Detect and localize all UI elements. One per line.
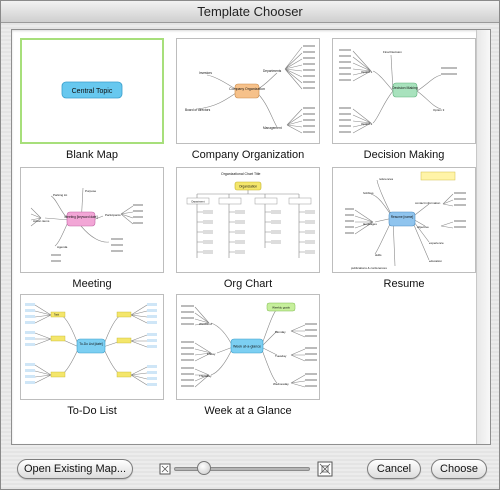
resume-preview: Resume [name] references hobbies contact…	[345, 171, 466, 270]
template-label: Week at a Glance	[204, 405, 292, 417]
template-thumbnail[interactable]: Company Organization Investors Departmen…	[176, 38, 320, 144]
references-text: references	[379, 177, 394, 181]
weekly-goals-text: Weekly goals	[272, 306, 290, 310]
template-label: Meeting	[72, 278, 112, 290]
company-organization-preview: Company Organization Investors Departmen…	[185, 45, 315, 134]
meeting-preview: Meeting [keyword date] Participants Agen…	[30, 187, 143, 262]
task-text: Task	[54, 314, 60, 317]
org-chart-preview: Organizational Chart Title Organization	[186, 172, 315, 258]
tuesday-text: Tuesday	[275, 354, 287, 358]
template-to-do-list[interactable]: To-Do List [date] Task	[20, 294, 164, 417]
zoom-slider-track[interactable]	[174, 467, 310, 471]
resume-center-text: Resume [name]	[391, 215, 414, 219]
action-items-text: Action items	[33, 219, 50, 223]
decision-making-preview: Decision Making Option 1 Option 2 Option…	[339, 49, 457, 134]
option-1-text: Option 1	[361, 70, 373, 74]
zoom-out-icon[interactable]	[159, 463, 171, 475]
template-thumbnail[interactable]: Decision Making Option 1 Option 2 Option…	[332, 38, 476, 144]
meeting-center-text: Meeting [keyword date]	[65, 215, 98, 219]
template-label: To-Do List	[67, 405, 117, 417]
final-decision-text: Final Decision	[383, 50, 402, 54]
template-blank-map[interactable]: Central Topic Blank Map	[20, 38, 164, 161]
skills-text: skills	[375, 253, 382, 257]
template-company-organization[interactable]: Company Organization Investors Departmen…	[176, 38, 320, 161]
thursday-text: Thursday	[199, 374, 212, 378]
template-thumbnail[interactable]: Organizational Chart Title Organization	[176, 167, 320, 273]
to-do-list-preview: To-Do List [date] Task	[25, 303, 157, 386]
template-meeting[interactable]: Meeting [keyword date] Participants Agen…	[20, 167, 164, 290]
week-center-text: Week at-a-glance	[233, 345, 261, 349]
template-thumbnail[interactable]: Resume [name] references hobbies contact…	[332, 167, 476, 273]
central-topic-text: Central Topic	[72, 88, 113, 95]
friday-text: Friday	[207, 352, 216, 356]
experience-text: experience	[429, 241, 444, 245]
participants-text: Participants	[105, 213, 121, 217]
template-label: Blank Map	[66, 149, 118, 161]
vertical-scrollbar[interactable]	[476, 30, 490, 444]
board-text: Board of directors	[185, 108, 211, 112]
template-thumbnail[interactable]: To-Do List [date] Task	[20, 294, 164, 400]
template-thumbnail[interactable]: Week at-a-glance Weekly goals Monday Tue…	[176, 294, 320, 400]
management-text: Management	[263, 126, 282, 130]
template-label: Company Organization	[191, 149, 305, 161]
contact-information-text: contact information	[415, 201, 441, 205]
organization-text: Organization	[239, 185, 257, 189]
window-title: Template Chooser	[1, 1, 499, 23]
hobbies-text: hobbies	[363, 191, 374, 195]
weekend-text: Weekend	[199, 322, 212, 326]
open-existing-map-button[interactable]: Open Existing Map...	[17, 459, 133, 479]
zoom-in-icon[interactable]	[317, 461, 333, 477]
template-resume[interactable]: Resume [name] references hobbies contact…	[332, 167, 476, 290]
template-decision-making[interactable]: Decision Making Option 1 Option 2 Option…	[332, 38, 476, 161]
template-thumbnail[interactable]: Meeting [keyword date] Participants Agen…	[20, 167, 164, 273]
template-grid[interactable]: Central Topic Blank Map Compan	[11, 29, 491, 445]
publications-text: publications & conferences	[351, 266, 387, 270]
template-thumbnail[interactable]: Central Topic	[20, 38, 164, 144]
blank-map-preview: Central Topic	[61, 81, 123, 99]
org-chart-title-text: Organizational Chart Title	[221, 172, 261, 176]
template-org-chart[interactable]: Organizational Chart Title Organization	[176, 167, 320, 290]
template-label: Decision Making	[363, 149, 445, 161]
template-label: Org Chart	[223, 278, 273, 290]
departments-text: Departments	[263, 69, 282, 73]
department-text: Department	[191, 201, 204, 204]
parking-lot-text: Parking lot	[53, 193, 67, 197]
monday-text: Monday	[275, 330, 286, 334]
week-at-a-glance-preview: Week at-a-glance Weekly goals Monday Tue…	[181, 302, 317, 388]
zoom-slider-knob[interactable]	[196, 461, 211, 475]
decision-center-text: Decision Making	[392, 86, 418, 90]
agenda-text: Agenda	[57, 245, 68, 249]
objective-text: objective	[417, 225, 429, 229]
todo-center-text: To-Do List [date]	[79, 342, 102, 346]
wednesday-text: Wednesday	[273, 382, 289, 386]
template-week-at-a-glance[interactable]: Week at-a-glance Weekly goals Monday Tue…	[176, 294, 320, 417]
education-text: education	[429, 259, 442, 263]
option-3-text: Option 3	[433, 108, 445, 112]
template-label: Resume	[383, 278, 425, 290]
choose-button[interactable]: Choose	[431, 459, 487, 479]
company-center-text: Company Organization	[229, 87, 265, 91]
cancel-button[interactable]: Cancel	[367, 459, 421, 479]
investors-text: Investors	[199, 71, 212, 75]
languages-text: languages	[363, 222, 377, 226]
option-2-text: Option 2	[361, 122, 373, 126]
purpose-text: Purpose	[85, 189, 97, 193]
